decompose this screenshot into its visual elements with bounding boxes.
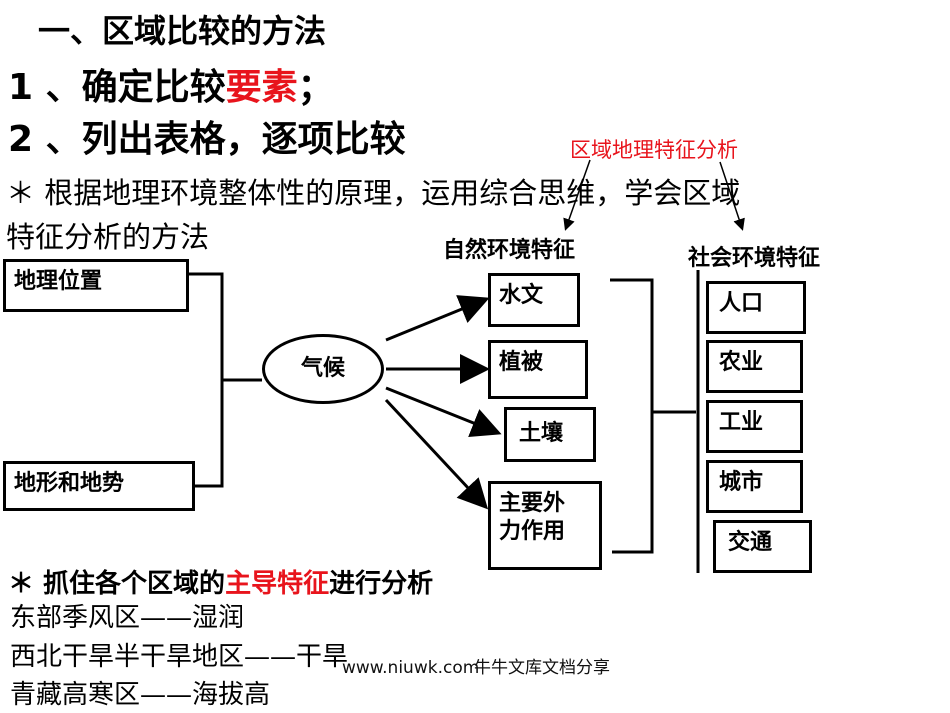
box-industry: 工业 xyxy=(706,400,803,453)
box-city: 城市 xyxy=(706,460,803,513)
analysis-label: 区域地理特征分析 xyxy=(570,138,738,162)
natural-features-title: 自然环境特征 xyxy=(443,238,576,263)
step-1-suffix: ； xyxy=(297,67,334,108)
watermark-text: 牛牛文库文档分享 xyxy=(474,658,610,678)
step-2: 2 、列出表格，逐项比较 xyxy=(8,119,406,160)
box-transport: 交通 xyxy=(713,520,812,573)
step-1-text: 1 、确定比较 xyxy=(8,67,226,108)
note-2-text: ＊ 抓住各个区域的 xyxy=(8,569,226,599)
box-external-force: 主要外力作用 xyxy=(488,481,602,570)
example-northwest-arid: 西北干旱半干旱地区——干旱 xyxy=(10,642,349,672)
box-agriculture: 农业 xyxy=(706,340,803,393)
note-2: ＊ 抓住各个区域的主导特征进行分析 xyxy=(8,563,433,600)
social-features-title: 社会环境特征 xyxy=(688,246,821,271)
box-terrain: 地形和地势 xyxy=(3,461,195,511)
example-qinghai-tibet: 青藏高寒区——海拔高 xyxy=(10,680,271,710)
step-1: 1 、确定比较要素； xyxy=(8,58,334,110)
box-population: 人口 xyxy=(706,281,806,334)
note-1-line-2: 特征分析的方法 xyxy=(6,220,210,254)
note-2-highlight: 主导特征 xyxy=(225,569,330,599)
box-vegetation: 植被 xyxy=(488,340,588,399)
watermark-url: www.niuwk.com xyxy=(342,658,480,678)
note-2-suffix: 进行分析 xyxy=(329,569,434,599)
step-1-highlight: 要素 xyxy=(225,67,298,108)
example-east-monsoon: 东部季风区——湿润 xyxy=(10,603,245,633)
box-hydrology: 水文 xyxy=(488,273,580,327)
box-geographic-location: 地理位置 xyxy=(3,259,189,312)
section-heading: 一、区域比较的方法 xyxy=(38,12,327,50)
ellipse-climate: 气候 xyxy=(262,334,384,404)
note-1-line-1: ＊ 根据地理环境整体性的原理，运用综合思维，学会区域 xyxy=(6,176,741,210)
box-soil: 土壤 xyxy=(504,407,596,462)
